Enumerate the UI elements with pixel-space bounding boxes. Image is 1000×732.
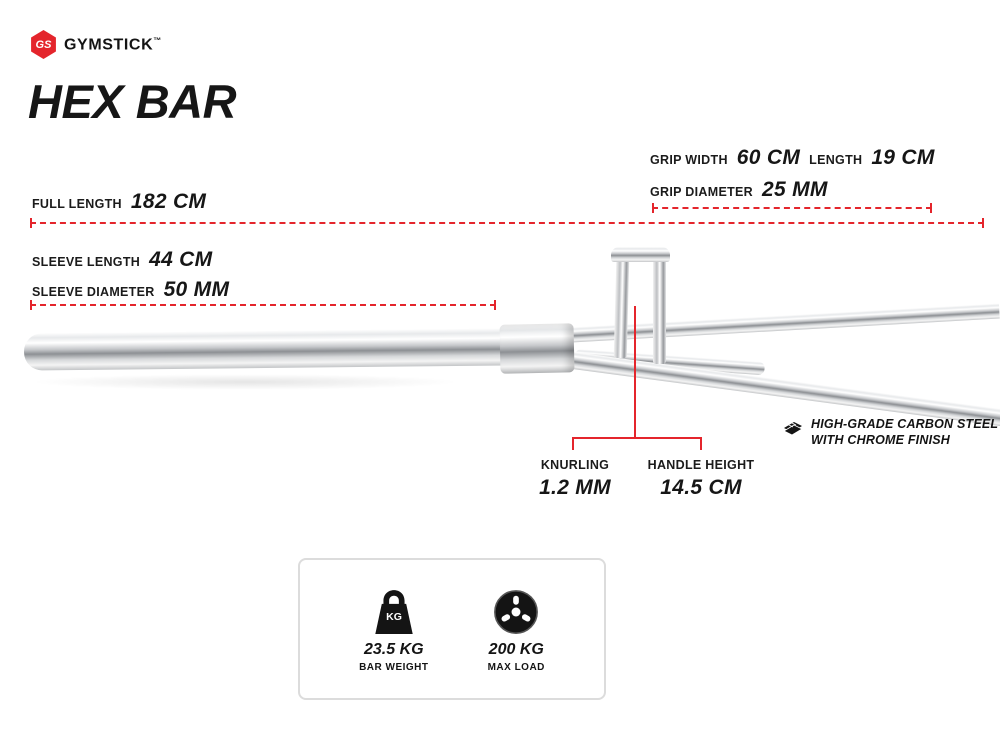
grip-length-label: LENGTH <box>809 153 863 167</box>
material-line-1: HIGH-GRADE CARBON STEEL <box>811 417 999 431</box>
hexbar-handle-grip <box>611 247 670 262</box>
handle-height-label: HANDLE HEIGHT <box>647 458 755 472</box>
hexbar-handle-left-post <box>613 259 630 359</box>
max-load-label: MAX LOAD <box>487 661 545 673</box>
grip-diameter-label: GRIP DIAMETER <box>650 185 753 199</box>
grip-width-value: 60 CM <box>736 146 801 169</box>
hexbar-sleeve-tube <box>23 328 509 371</box>
knurling-value: 1.2 MM <box>539 476 611 499</box>
max-load-item: 200 KG MAX LOAD <box>488 586 545 673</box>
bar-weight-label: BAR WEIGHT <box>359 661 429 673</box>
gymstick-logo-icon: GS <box>31 30 56 59</box>
material-note-text: HIGH-GRADE CARBON STEEL WITH CHROME FINI… <box>811 416 998 448</box>
max-load-value: 200 KG <box>488 640 544 658</box>
measure-bracket-line <box>572 437 702 439</box>
grip-width-label: GRIP WIDTH <box>650 153 728 167</box>
page-title: HEX BAR <box>28 75 237 128</box>
measure-bracket-drop-right <box>700 437 702 450</box>
brand-name: GYMSTICK™ <box>64 36 162 54</box>
steel-plate-icon <box>783 421 803 436</box>
full-length-guide-line <box>30 218 984 228</box>
brand-name-text: GYMSTICK <box>64 36 154 54</box>
guide-tick <box>30 218 32 228</box>
trademark-symbol: ™ <box>153 36 162 45</box>
grip-width-guide-line <box>652 203 932 213</box>
sleeve-guide-line <box>30 300 496 310</box>
grip-width-annotation: GRIP WIDTH 60 CM LENGTH 19 CM <box>650 146 935 170</box>
bar-shadow <box>30 374 460 390</box>
logo-abbr: GS <box>35 38 52 51</box>
bar-weight-value: 23.5 KG <box>363 640 424 658</box>
grip-diameter-value: 25 MM <box>761 178 828 201</box>
weight-plate-icon <box>494 589 539 634</box>
measure-bracket-drop-left <box>572 437 574 450</box>
sleeve-length-label: SLEEVE LENGTH <box>32 255 141 269</box>
sleeve-diameter-value: 50 MM <box>163 278 230 301</box>
grip-length-value: 19 CM <box>871 146 935 169</box>
sleeve-length-annotation: SLEEVE LENGTH 44 CM <box>32 248 212 272</box>
full-length-annotation: FULL LENGTH 182 CM <box>32 190 206 214</box>
knurling-annotation: KNURLING 1.2 MM <box>513 458 637 500</box>
guide-tick <box>930 203 932 213</box>
guide-tick <box>30 300 32 310</box>
hexbar-handle-right-post <box>653 258 666 364</box>
sleeve-diameter-annotation: SLEEVE DIAMETER 50 MM <box>32 278 229 302</box>
material-note: HIGH-GRADE CARBON STEEL WITH CHROME FINI… <box>782 416 998 448</box>
hexbar-collar <box>499 323 575 374</box>
bar-weight-item: KG 23.5 KG BAR WEIGHT <box>359 586 428 673</box>
specs-box: KG 23.5 KG BAR WEIGHT 200 KG MAX LOAD <box>298 558 606 700</box>
handle-height-measure-line <box>634 306 636 438</box>
knurling-label: KNURLING <box>540 458 610 472</box>
kg-weight-icon: KG <box>375 589 413 634</box>
guide-tick <box>982 218 984 228</box>
handle-height-annotation: HANDLE HEIGHT 14.5 CM <box>633 458 769 500</box>
handle-height-value: 14.5 CM <box>660 476 742 499</box>
guide-tick <box>494 300 496 310</box>
full-length-value: 182 CM <box>130 190 207 213</box>
grip-diameter-annotation: GRIP DIAMETER 25 MM <box>650 178 828 202</box>
sleeve-length-value: 44 CM <box>149 248 213 271</box>
guide-tick <box>652 203 654 213</box>
kg-badge-text: KG <box>386 611 402 623</box>
full-length-label: FULL LENGTH <box>32 197 122 211</box>
sleeve-diameter-label: SLEEVE DIAMETER <box>32 285 155 299</box>
material-line-2: WITH CHROME FINISH <box>811 433 951 447</box>
